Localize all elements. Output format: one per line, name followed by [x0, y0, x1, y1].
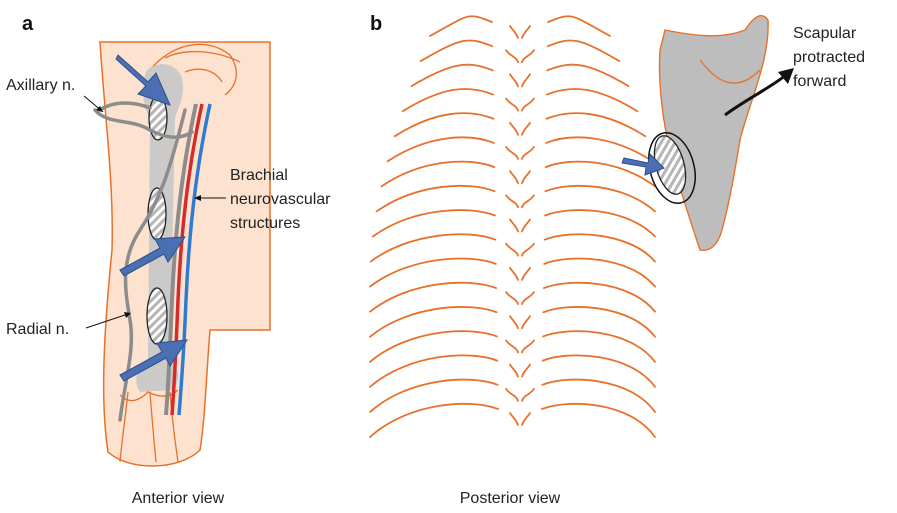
rib-right — [545, 186, 655, 212]
rib-left — [388, 137, 494, 161]
rib-left — [403, 89, 493, 111]
rib-right — [548, 16, 610, 36]
rib-right — [542, 380, 655, 412]
rib-right — [547, 113, 646, 136]
vertebra — [510, 316, 530, 328]
vertebra — [506, 99, 534, 111]
rib-right — [545, 234, 655, 261]
vertebra — [510, 268, 530, 280]
brachial-label-line1: Brachial — [230, 167, 288, 184]
rib-right — [542, 404, 655, 437]
vertebra — [506, 244, 534, 256]
vertebra — [506, 389, 534, 401]
panel-b: b Scapular protracted forward Posterior … — [370, 13, 865, 507]
vertebra — [506, 50, 534, 62]
rib-left — [430, 16, 492, 36]
rib-left — [371, 234, 496, 261]
rib-right — [547, 89, 637, 111]
rib-left — [370, 404, 498, 437]
vertebra — [506, 292, 534, 304]
vertebra — [510, 413, 530, 425]
vertebra — [510, 171, 530, 183]
panel-b-letter: b — [370, 13, 382, 35]
body-outline — [100, 42, 270, 466]
scapular-label-line3: forward — [793, 73, 846, 90]
rib-left — [377, 186, 495, 212]
scapula — [660, 16, 769, 251]
rib-left — [373, 210, 495, 236]
panel-a-letter: a — [22, 13, 34, 35]
rib-right — [548, 40, 620, 61]
vertebra — [510, 26, 530, 38]
vertebra — [510, 123, 530, 135]
vertebra — [506, 195, 534, 207]
humerus-distal-defect — [147, 288, 167, 344]
scapular-label-line1: Scapular — [793, 25, 857, 42]
rib-right — [547, 65, 628, 86]
scapular-label-line2: protracted — [793, 49, 865, 66]
brachial-label-line2: neurovascular — [230, 191, 331, 208]
panel-b-caption: Posterior view — [460, 490, 561, 507]
brachial-label-line3: structures — [230, 215, 300, 232]
vertebra — [510, 220, 530, 232]
rib-left — [411, 65, 492, 86]
rib-right — [546, 137, 652, 161]
vertebra — [510, 365, 530, 377]
radial-label: Radial n. — [6, 321, 69, 338]
ribcage — [370, 16, 655, 437]
rib-left — [421, 40, 493, 61]
rib-left — [395, 113, 494, 136]
rib-right — [544, 258, 655, 286]
rib-left — [370, 258, 496, 286]
rib-right — [545, 210, 655, 236]
rib-left — [381, 162, 494, 187]
axillary-label: Axillary n. — [6, 77, 75, 94]
vertebra — [506, 147, 534, 159]
vertebra — [510, 74, 530, 86]
panel-a: a Axillary n. Brachial neurov — [6, 13, 331, 507]
panel-a-caption: Anterior view — [132, 490, 225, 507]
protraction-arrow-head — [778, 68, 794, 84]
vertebra — [506, 340, 534, 352]
